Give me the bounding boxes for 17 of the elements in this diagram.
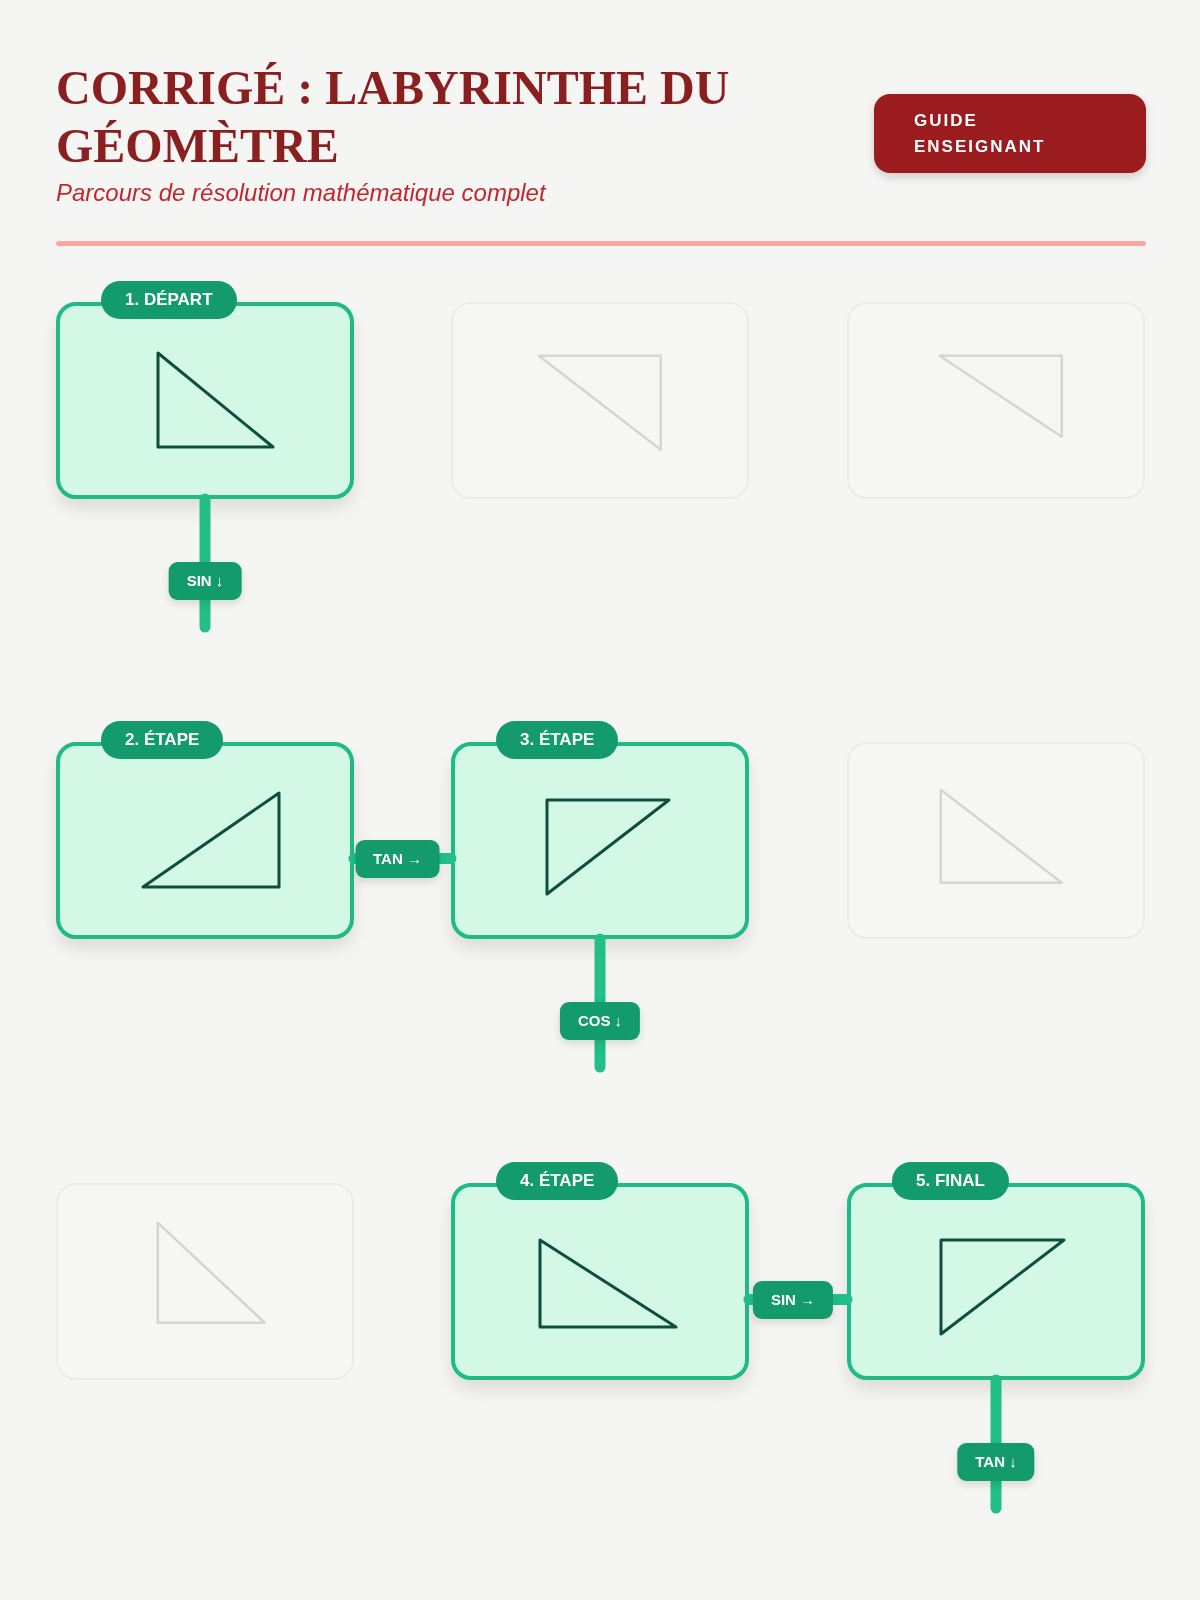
subtitle: Parcours de résolution mathématique complet <box>56 178 546 208</box>
inactive-card <box>847 742 1145 939</box>
edge-label: TAN ↓ <box>957 1443 1035 1481</box>
edge-label: SIN ↓ <box>168 562 242 600</box>
step-badge: 2. ÉTAPE <box>101 721 224 759</box>
edge-label: SIN → <box>752 1280 834 1319</box>
edge-label: COS ↓ <box>559 1002 641 1040</box>
title: CORRIGÉ : LABYRINTHE DU GÉOMÈTRE <box>56 60 731 174</box>
step-badge: 1. DÉPART <box>101 281 237 319</box>
inactive-card <box>56 1183 354 1380</box>
guide-badge: GUIDE ENSEIGNANT <box>874 94 1146 173</box>
step-badge: 4. ÉTAPE <box>496 1162 619 1200</box>
step-badge: 5. FINAL <box>892 1162 1009 1200</box>
edge-label: TAN → <box>355 839 440 878</box>
inactive-card <box>451 302 749 499</box>
inactive-card <box>847 302 1145 499</box>
step-badge: 3. ÉTAPE <box>496 721 619 759</box>
